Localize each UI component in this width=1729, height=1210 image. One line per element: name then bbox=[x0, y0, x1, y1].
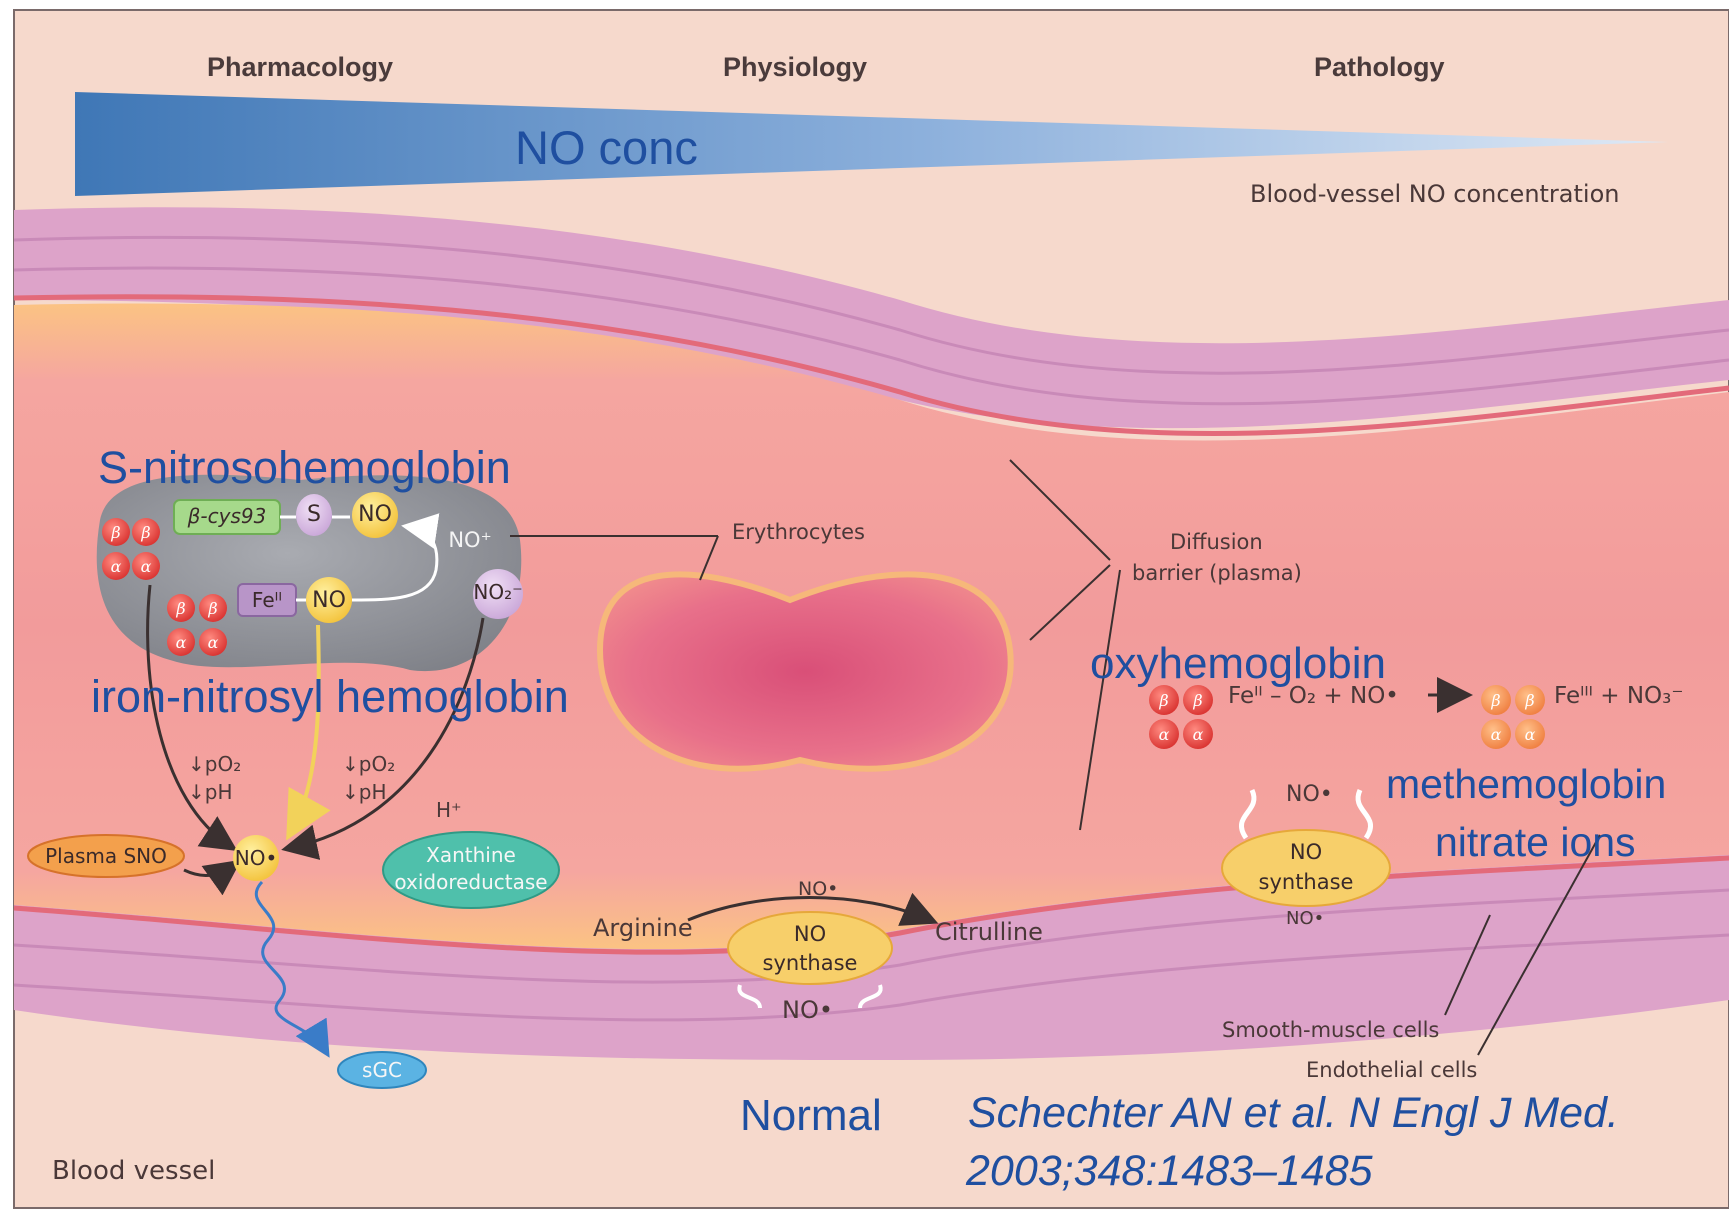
center-synthase-2: synthase bbox=[728, 953, 892, 974]
blood-vessel-label: Blood vessel bbox=[52, 1158, 215, 1184]
iron-nitrosyl-hemoglobin-label: iron-nitrosyl hemoglobin bbox=[91, 674, 569, 719]
right-synthase-1: NO bbox=[1222, 842, 1390, 863]
alpha-subunit-glyph: α bbox=[1525, 725, 1536, 744]
header-physiology: Physiology bbox=[723, 54, 867, 81]
s-nitrosohemoglobin-label: S-nitrosohemoglobin bbox=[98, 445, 511, 490]
erythrocyte bbox=[600, 574, 1011, 768]
diffusion-label-2: barrier (plasma) bbox=[1132, 563, 1302, 584]
h-plus-label: H⁺ bbox=[436, 800, 462, 820]
beta-subunit-glyph: β bbox=[1192, 691, 1202, 710]
beta-cys93-label: β-cys93 bbox=[174, 506, 280, 526]
methemoglobin-label: methemoglobin bbox=[1386, 764, 1666, 805]
alpha-subunit-glyph: α bbox=[1491, 725, 1502, 744]
alpha-subunit-glyph: α bbox=[176, 633, 187, 652]
alpha-subunit-glyph: α bbox=[208, 633, 219, 652]
alpha-subunit-glyph: α bbox=[1159, 725, 1170, 744]
normal-label: Normal bbox=[740, 1094, 882, 1138]
mid-ph-label: ↓pH bbox=[342, 782, 387, 802]
beta-subunit-glyph: β bbox=[1158, 691, 1168, 710]
fe-ii-label: Feᴵᴵ bbox=[238, 590, 296, 610]
plasma-sno-label: Plasma SNO bbox=[28, 846, 184, 866]
beta-subunit-glyph: β bbox=[207, 599, 217, 618]
no-radical-label: NO• bbox=[231, 848, 281, 868]
right-no-bottom: NO• bbox=[1286, 910, 1324, 928]
alpha-subunit-glyph: α bbox=[111, 557, 122, 576]
reaction-right: Feᴵᴵᴵ + NO₃⁻ bbox=[1554, 685, 1684, 708]
xanthine-label-1: Xanthine bbox=[383, 845, 559, 865]
sgc-label: sGC bbox=[338, 1060, 426, 1080]
right-no-top: NO• bbox=[1286, 784, 1333, 806]
alpha-subunit-glyph: α bbox=[141, 557, 152, 576]
mid-po2-label: ↓pO₂ bbox=[342, 754, 395, 774]
endothelial-label: Endothelial cells bbox=[1306, 1060, 1477, 1081]
no-conc-label: NO conc bbox=[515, 124, 698, 171]
citation-line-2: 2003;348:1483–1485 bbox=[966, 1150, 1373, 1193]
xanthine-label-2: oxidoreductase bbox=[383, 872, 559, 892]
erythrocytes-label: Erythrocytes bbox=[732, 522, 865, 543]
beta-subunit-glyph: β bbox=[1490, 691, 1500, 710]
oxyhemoglobin-label: oxyhemoglobin bbox=[1090, 642, 1386, 686]
beta-subunit-glyph: β bbox=[140, 523, 150, 542]
nitrite-label: NO₂⁻ bbox=[470, 582, 526, 602]
no-top-label: NO bbox=[352, 504, 398, 526]
citrulline-label: Citrulline bbox=[935, 920, 1043, 944]
reaction-left: Feᴵᴵ – O₂ + NO• bbox=[1228, 685, 1399, 708]
header-pathology: Pathology bbox=[1314, 54, 1445, 81]
nitrate-ions-label: nitrate ions bbox=[1435, 822, 1636, 863]
arginine-label: Arginine bbox=[593, 916, 693, 940]
right-synthase-2: synthase bbox=[1222, 872, 1390, 893]
beta-subunit-glyph: β bbox=[175, 599, 185, 618]
gradient-caption: Blood-vessel NO concentration bbox=[1250, 182, 1619, 206]
smooth-muscle-label: Smooth-muscle cells bbox=[1222, 1020, 1439, 1041]
sulfur-label: S bbox=[296, 504, 332, 526]
center-synthase-1: NO bbox=[728, 924, 892, 945]
center-no-bottom: NO• bbox=[782, 998, 833, 1022]
alpha-subunit-glyph: α bbox=[1193, 725, 1204, 744]
diffusion-label-1: Diffusion bbox=[1170, 532, 1263, 553]
beta-subunit-glyph: β bbox=[110, 523, 120, 542]
citation-line-1: Schechter AN et al. N Engl J Med. bbox=[968, 1092, 1619, 1135]
center-no-top: NO• bbox=[798, 880, 838, 899]
left-po2-label: ↓pO₂ bbox=[188, 754, 241, 774]
no-plus-label: NO⁺ bbox=[440, 530, 500, 551]
no-mid-label: NO bbox=[306, 590, 352, 612]
left-ph-label: ↓pH bbox=[188, 782, 233, 802]
header-pharmacology: Pharmacology bbox=[207, 54, 393, 81]
beta-subunit-glyph: β bbox=[1524, 691, 1534, 710]
